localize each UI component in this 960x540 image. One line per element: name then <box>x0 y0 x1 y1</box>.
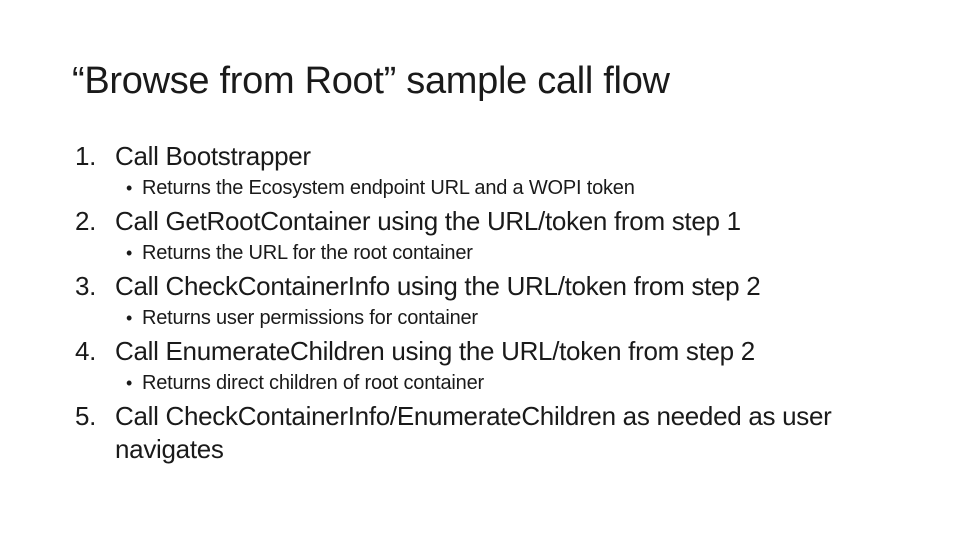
step-number: 3. <box>75 271 97 301</box>
step-body: Call Bootstrapper • Returns the Ecosystem … <box>115 140 920 203</box>
bullet-icon: • <box>126 243 133 263</box>
bullet-icon: • <box>126 178 133 198</box>
step-text: Call EnumerateChildren using the URL/tok… <box>115 336 755 366</box>
bullet-item: • Returns user permissions for container <box>115 303 920 333</box>
bullet-icon: • <box>126 373 133 393</box>
list-item: 2. Call GetRootContainer using the URL/to… <box>75 205 920 268</box>
list-item: 4. Call EnumerateChildren using the URL/t… <box>75 335 920 398</box>
step-list: 1. Call Bootstrapper • Returns the Ecosyste… <box>75 140 920 468</box>
bullet-item: • Returns the Ecosystem endpoint URL and … <box>115 173 920 203</box>
step-body: Call GetRootContainer using the URL/toke… <box>115 205 920 268</box>
step-body: Call EnumerateChildren using the URL/tok… <box>115 335 920 398</box>
step-text: Call CheckContainerInfo using the URL/to… <box>115 271 761 301</box>
bullet-item: • Returns the URL for the root container <box>115 238 920 268</box>
step-text: Call CheckContainerInfo/EnumerateChildre… <box>115 401 832 464</box>
bullet-text: Returns the Ecosystem endpoint URL and a… <box>142 177 635 199</box>
bullet-text: Returns direct children of root containe… <box>142 372 484 394</box>
list-item: 5. Call CheckContainerInfo/EnumerateChild… <box>75 400 920 466</box>
bullet-item: • Returns direct children of root contain… <box>115 368 920 398</box>
step-number: 4. <box>75 336 97 366</box>
step-number: 5. <box>75 401 97 431</box>
step-text: Call GetRootContainer using the URL/toke… <box>115 206 741 236</box>
step-number: 1. <box>75 141 97 171</box>
bullet-icon: • <box>126 308 133 328</box>
list-item: 1. Call Bootstrapper • Returns the Ecosyste… <box>75 140 920 203</box>
step-text: Call Bootstrapper <box>115 141 311 171</box>
slide-title: “Browse from Root” sample call flow <box>72 60 670 102</box>
step-body: Call CheckContainerInfo/EnumerateChildre… <box>115 400 920 466</box>
list-item: 3. Call CheckContainerInfo using the URL/… <box>75 270 920 333</box>
bullet-text: Returns the URL for the root container <box>142 242 473 264</box>
step-number: 2. <box>75 206 97 236</box>
bullet-text: Returns user permissions for container <box>142 307 478 329</box>
step-body: Call CheckContainerInfo using the URL/to… <box>115 270 920 333</box>
